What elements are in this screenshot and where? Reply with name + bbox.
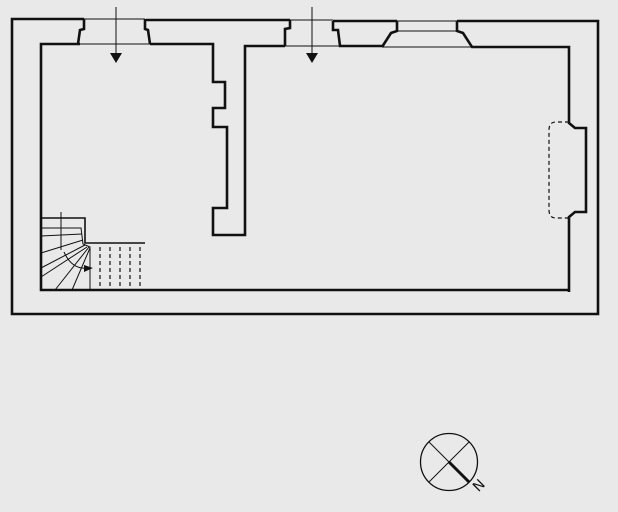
outer-wall [10,17,600,316]
left-room [39,42,568,292]
north-compass-icon: N [419,432,489,496]
door-middle [283,19,382,48]
entry-arrow-icon [306,7,318,63]
door-left [76,18,152,45]
entry-arrow-icon [110,7,122,63]
fireplace-hearth [548,121,569,219]
compass-north-label: N [470,477,489,496]
window [380,20,588,292]
staircase [40,212,145,291]
